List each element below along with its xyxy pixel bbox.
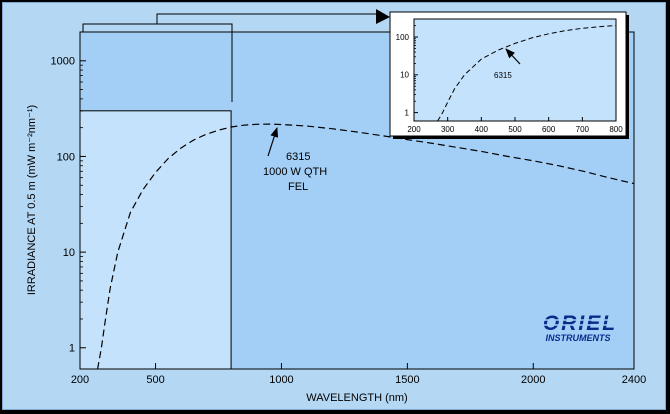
inset-x-tick-label: 400: [475, 125, 489, 134]
main-x-tick-label: 500: [146, 374, 164, 386]
main-x-tick-label: 1500: [395, 374, 419, 386]
inset-x-tick-label: 600: [542, 125, 556, 134]
main-y-tick-label: 1: [69, 343, 75, 355]
inset-curve-layer: [437, 24, 617, 122]
inset-axes: 200 300 400 500 600 700 800 1 10 100: [396, 18, 623, 134]
oriel-logo: ORIEL INSTRUMENTS: [535, 312, 628, 343]
inset-x-tick-label: 300: [441, 125, 455, 134]
main-y-tick-label: 100: [57, 151, 75, 163]
inset-y-tick-label: 100: [396, 33, 410, 42]
inset-y-tick-label: 1: [405, 108, 410, 117]
zoom-region: [79, 110, 232, 370]
inset-x-tick-label: 800: [609, 125, 623, 134]
y-axis-label: IRRADIANCE AT 0.5 m (mW m⁻²nm⁻¹): [26, 105, 38, 295]
main-y-tick-label: 10: [63, 247, 75, 259]
main-annotation-line-2: 1000 W QTH: [263, 166, 327, 178]
x-axis-label: WAVELENGTH (nm): [306, 392, 407, 404]
zoom-bracket-arrow-line: [156, 13, 378, 24]
inset-plot-area: [413, 18, 617, 122]
logo-wordmark: ORIEL: [543, 312, 617, 335]
main-x-tick-label: 1000: [269, 374, 293, 386]
main-x-tick-label: 2000: [521, 374, 545, 386]
main-y-tick-label: 1000: [51, 56, 75, 68]
main-curve-layer: [97, 123, 635, 370]
inset-y-tick-label: 10: [400, 71, 409, 80]
main-series-line-0: [97, 123, 635, 370]
inset-x-tick-label: 200: [407, 125, 421, 134]
inset-x-tick-label: 700: [576, 125, 590, 134]
inset-x-tick-label: 500: [508, 125, 522, 134]
main-x-tick-label: 2400: [622, 374, 646, 386]
logo-subtitle: INSTRUMENTS: [546, 333, 611, 343]
main-x-tick-label: 200: [71, 374, 89, 386]
main-annotation-arrow: [267, 127, 279, 157]
main-annotation-line-3: FEL: [288, 181, 308, 193]
inset-series-line-0: [437, 24, 617, 122]
inset-annotation-arrow: [505, 48, 521, 65]
main-annotation-line-1: 6315: [286, 151, 310, 163]
inset-annotation-label: 6315: [494, 71, 512, 80]
zoom-arrow-icon: [376, 9, 390, 24]
